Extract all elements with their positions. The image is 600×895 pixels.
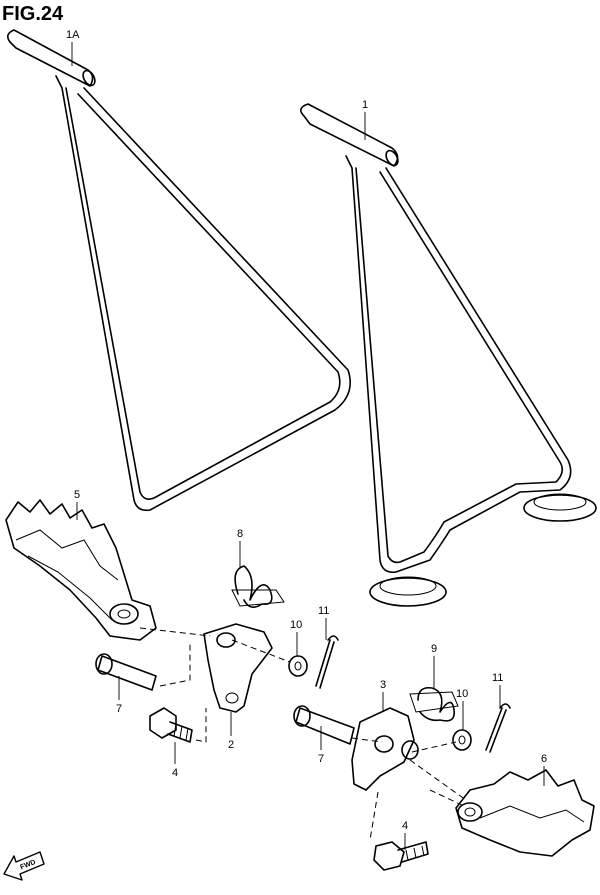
stand-1-frame-inner (355, 167, 564, 564)
callout-8: 8 (237, 528, 243, 540)
callout-10b: 10 (456, 688, 468, 700)
bracket-3-boss (401, 740, 419, 760)
callout-11a: 11 (318, 605, 329, 617)
footrest-5-ribs (15, 529, 119, 581)
callout-1: 1 (362, 99, 368, 111)
footrest-5-hole (117, 609, 131, 619)
stand-1-foot-left-inner (379, 576, 437, 596)
stand-1-grip (300, 103, 399, 167)
footrest-5-boss (109, 603, 139, 625)
pin-7a (95, 653, 157, 691)
bolt-4b (373, 841, 429, 871)
spring-8-outline (231, 589, 285, 607)
bracket-3-body (351, 707, 415, 791)
stand-1-foot-right-inner (533, 493, 587, 511)
bolt-4b-thread (397, 841, 429, 863)
figure-title: FIG.24 (2, 3, 64, 25)
fwd-arrow-icon: FWD (3, 851, 45, 881)
assembly-line-4 (231, 639, 291, 663)
spring-8 (231, 565, 285, 608)
footrest-6 (455, 769, 595, 857)
stand-1a-frame-outer (55, 75, 351, 512)
pin-7b-head (293, 705, 311, 727)
assembly-line-8 (369, 791, 379, 841)
washer-10a (288, 655, 308, 677)
washer-10a-outer (288, 655, 308, 677)
spring-9 (409, 686, 459, 722)
callout-9: 9 (431, 643, 437, 655)
bolt-4a (149, 707, 193, 743)
footrest-6-ribs (479, 805, 585, 823)
callout-11b: 11 (492, 672, 503, 684)
callout-4a: 4 (172, 767, 178, 779)
stand-1a-grip-end (82, 69, 96, 87)
footrest-6-hole (464, 807, 476, 817)
stand-1 (300, 103, 597, 607)
stand-1a (6, 29, 351, 512)
stand-1-foot-left (369, 577, 447, 607)
footrest-5 (5, 499, 157, 641)
callout-1a: 1A (66, 29, 80, 41)
bracket-3-hole-top (374, 735, 394, 753)
pin-7a-head (95, 653, 113, 675)
stand-1-frame-outer (345, 155, 572, 574)
washer-10a-hole (294, 661, 302, 671)
callout-10a: 10 (290, 619, 302, 631)
bolt-4a-thread-lines (173, 723, 189, 741)
bolt-4a-head (149, 707, 177, 739)
callout-3: 3 (380, 679, 386, 691)
washer-10b-hole (458, 735, 466, 745)
cotter-pin-11b (485, 703, 511, 753)
assembly-line-3 (195, 708, 207, 743)
callout-4b: 4 (402, 820, 408, 832)
spring-9-outline (409, 691, 459, 713)
footrest-6-boss (457, 802, 483, 822)
assembly-line-9 (429, 789, 465, 807)
assembly-line-2 (159, 644, 191, 687)
callout-7b: 7 (318, 753, 324, 765)
washer-10b-outer (452, 729, 472, 751)
assembly-line-5 (351, 737, 383, 743)
bracket-2-hole-top (216, 632, 236, 648)
bolt-4a-thread (167, 721, 193, 743)
bracket-2-body (203, 623, 273, 713)
bolt-4b-head (373, 841, 405, 871)
callout-7a: 7 (116, 703, 122, 715)
assembly-line-1 (139, 627, 211, 637)
callout-6: 6 (541, 753, 547, 765)
assembly-line-6 (411, 741, 457, 753)
cotter-pin-11a (315, 635, 339, 689)
assembly-line-7 (409, 759, 467, 801)
footrest-5-body (5, 499, 157, 641)
washer-10b (452, 729, 472, 751)
footrest-6-body (455, 769, 595, 857)
callout-5: 5 (74, 489, 80, 501)
bracket-2-hole-bottom (225, 692, 239, 704)
bracket-3 (351, 707, 419, 791)
bolt-4b-thread-lines (405, 845, 425, 861)
pin-7b-shaft (295, 707, 355, 745)
spring-8-coil (234, 565, 273, 608)
stand-1-foot-right (523, 494, 597, 522)
callout-2: 2 (228, 739, 234, 751)
bracket-2 (203, 623, 273, 713)
stand-1a-grip (6, 29, 94, 87)
stand-1-grip-end (385, 149, 399, 167)
footrest-5-ribs-lower (27, 555, 113, 621)
pin-7a-shaft (97, 655, 157, 691)
stand-1a-frame-inner (65, 87, 341, 500)
spring-9-coil (417, 686, 456, 722)
pin-7b (293, 705, 355, 745)
